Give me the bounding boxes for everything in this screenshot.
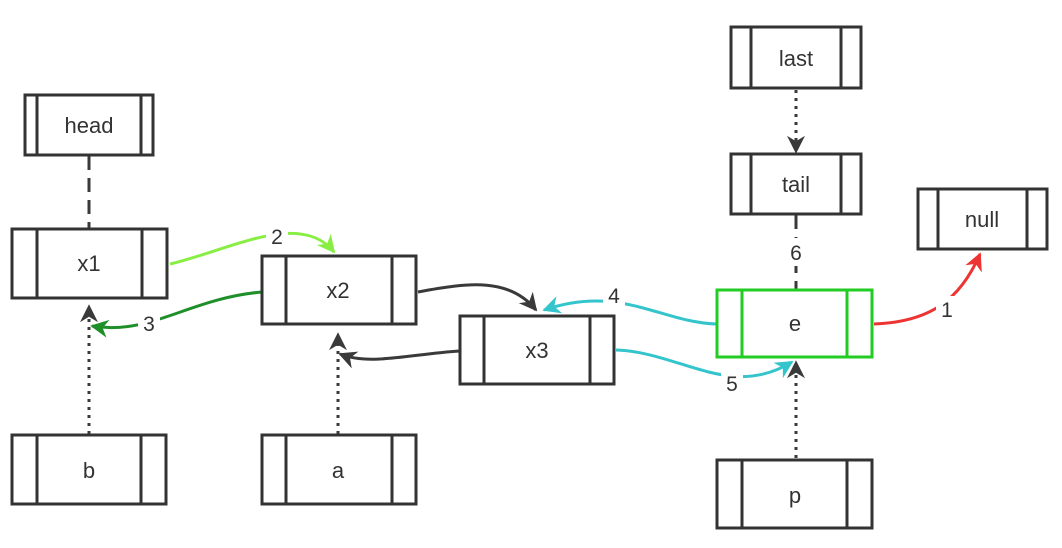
node-tail-label: tail bbox=[782, 172, 810, 197]
node-head-label: head bbox=[65, 113, 114, 138]
edge-x1-x2 bbox=[169, 231, 336, 266]
node-x2: x2 bbox=[260, 254, 418, 326]
node-p-label: p bbox=[789, 483, 801, 508]
node-x3: x3 bbox=[458, 314, 616, 386]
node-head: head bbox=[23, 93, 155, 157]
edge-x2-x1 bbox=[90, 290, 263, 338]
node-e: e bbox=[715, 288, 874, 359]
node-b-label: b bbox=[83, 458, 95, 483]
edge-label-5: 5 bbox=[726, 373, 738, 396]
edge-x2-x3 bbox=[417, 283, 538, 312]
node-a: a bbox=[260, 433, 418, 506]
edge-label-6: 6 bbox=[790, 242, 802, 265]
edge-label-4: 4 bbox=[608, 285, 620, 308]
node-x1-label: x1 bbox=[77, 251, 100, 276]
edge-e-null bbox=[873, 252, 982, 326]
edge-label-1: 1 bbox=[941, 299, 953, 322]
edge-x3-e bbox=[615, 348, 794, 379]
node-null-label: null bbox=[965, 207, 999, 232]
edge-x3-x2 bbox=[338, 349, 461, 369]
node-p: p bbox=[715, 458, 874, 530]
node-x1: x1 bbox=[10, 227, 169, 300]
edge-label-3: 3 bbox=[143, 313, 155, 336]
node-last: last bbox=[729, 25, 863, 90]
node-null: null bbox=[916, 187, 1049, 251]
edge-e-x3 bbox=[542, 296, 717, 326]
node-b: b bbox=[10, 433, 168, 506]
node-e-label: e bbox=[789, 311, 801, 336]
node-a-label: a bbox=[332, 458, 345, 483]
node-last-label: last bbox=[779, 46, 813, 71]
node-x3-label: x3 bbox=[525, 338, 548, 363]
edge-label-2: 2 bbox=[271, 226, 283, 249]
node-x2-label: x2 bbox=[326, 278, 349, 303]
node-tail: tail bbox=[729, 152, 863, 216]
